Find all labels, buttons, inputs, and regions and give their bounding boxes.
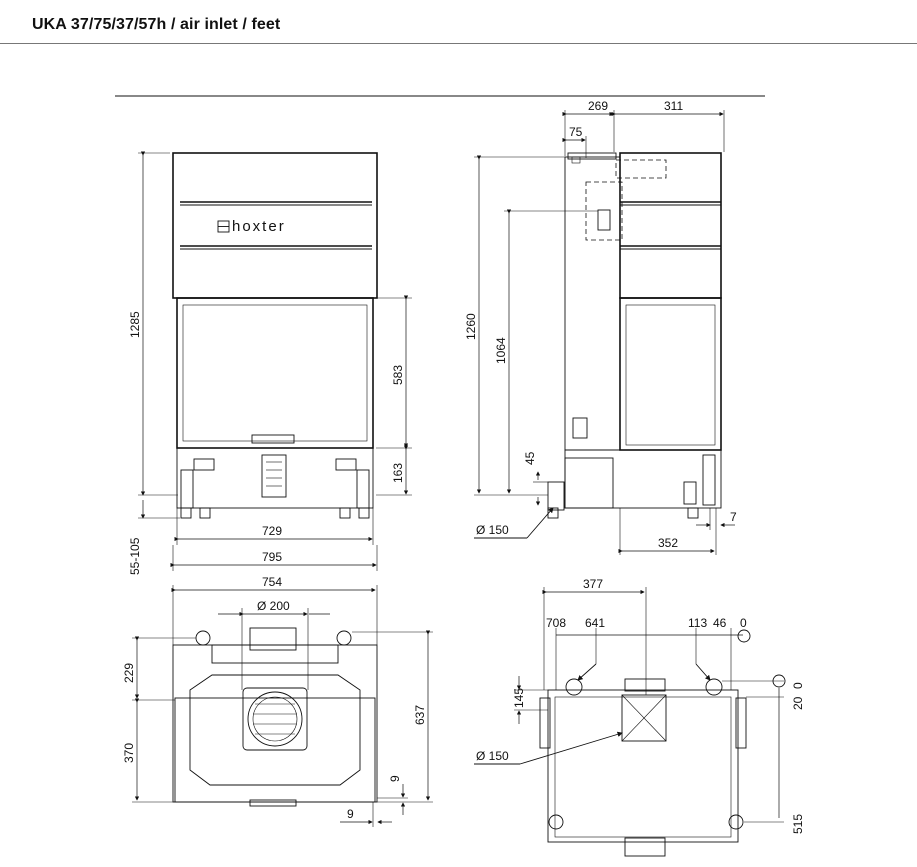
bottom-dimensions: 377 708 641 113 46 0 145 20 0 515 Ø 150 bbox=[474, 577, 805, 834]
dim-1260: 1260 bbox=[464, 313, 478, 340]
bottom-outline bbox=[547, 689, 739, 843]
side-dimensions: 269 311 75 1260 1064 45 Ø 150 7 352 bbox=[464, 99, 737, 555]
front-firebox bbox=[176, 297, 374, 449]
foot-front-left bbox=[180, 507, 192, 519]
dim-377: 377 bbox=[583, 577, 603, 591]
side-body bbox=[564, 156, 621, 451]
dim-55-105: 55-105 bbox=[128, 537, 142, 575]
front-base-inlet bbox=[261, 454, 287, 498]
dim-708: 708 bbox=[546, 616, 566, 630]
datum-circle-right bbox=[772, 674, 786, 688]
bottom-foot-front-left bbox=[565, 678, 583, 696]
dim-45: 45 bbox=[523, 451, 537, 465]
foot-front-right bbox=[358, 507, 370, 519]
top-foot-right bbox=[336, 630, 352, 646]
dim-75: 75 bbox=[569, 125, 583, 139]
side-view bbox=[547, 152, 722, 519]
dim-515: 515 bbox=[791, 814, 805, 834]
dim-163: 163 bbox=[391, 463, 405, 483]
dim-641: 641 bbox=[585, 616, 605, 630]
bottom-foot-front-right bbox=[705, 678, 723, 696]
front-base bbox=[176, 447, 374, 509]
dim-46: 46 bbox=[713, 616, 727, 630]
front-view: hoxter bbox=[172, 152, 378, 519]
bottom-rear-bracket bbox=[624, 837, 666, 857]
top-flue-circle bbox=[247, 691, 303, 747]
dim-113: 113 bbox=[688, 616, 707, 630]
top-firebox bbox=[189, 674, 361, 786]
front-logo: hoxter bbox=[232, 218, 286, 235]
dim-352: 352 bbox=[658, 536, 678, 550]
top-dimensions: 754 Ø 200 229 370 637 9 9 bbox=[122, 575, 433, 827]
dim-20: 20 bbox=[791, 696, 805, 710]
dim-0-right: 0 bbox=[791, 682, 805, 689]
top-flue-collar bbox=[242, 687, 308, 751]
front-dimensions: 1285 583 163 729 795 55-105 bbox=[128, 151, 412, 575]
dim-311: 311 bbox=[664, 99, 683, 113]
dim-795: 795 bbox=[262, 550, 282, 564]
side-glass bbox=[619, 297, 722, 451]
top-flue bbox=[249, 627, 297, 651]
bottom-view bbox=[539, 678, 747, 857]
header-rule bbox=[0, 43, 917, 44]
dim-9-horizontal: 9 bbox=[347, 807, 354, 821]
dim-7: 7 bbox=[730, 510, 737, 524]
dim-bottom-dia-150: Ø 150 bbox=[476, 749, 509, 763]
dim-145: 145 bbox=[512, 688, 526, 708]
dim-1064: 1064 bbox=[494, 337, 508, 364]
dim-637: 637 bbox=[413, 705, 427, 725]
datum-circle-top bbox=[737, 629, 751, 643]
top-outline bbox=[172, 644, 378, 803]
dim-583: 583 bbox=[391, 365, 405, 385]
side-inlet-pipe bbox=[547, 481, 565, 511]
dim-1285: 1285 bbox=[128, 311, 142, 338]
dim-729: 729 bbox=[262, 524, 282, 538]
top-foot-left bbox=[195, 630, 211, 646]
top-view bbox=[172, 627, 378, 807]
side-air-duct bbox=[585, 181, 623, 241]
dim-269: 269 bbox=[588, 99, 608, 113]
side-base bbox=[564, 449, 722, 509]
dim-side-dia-150: Ø 150 bbox=[476, 523, 509, 537]
dim-flue-dia-200: Ø 200 bbox=[257, 599, 290, 613]
side-inlet-box bbox=[564, 457, 614, 509]
page-title: UKA 37/75/37/57h / air inlet / feet bbox=[32, 16, 281, 33]
side-hood bbox=[619, 152, 722, 299]
dim-9-vertical: 9 bbox=[388, 775, 402, 782]
dim-370: 370 bbox=[122, 743, 136, 763]
dim-0-top: 0 bbox=[740, 616, 747, 630]
dim-754: 754 bbox=[262, 575, 282, 589]
bottom-inlet bbox=[621, 694, 667, 742]
dim-229: 229 bbox=[122, 663, 136, 683]
